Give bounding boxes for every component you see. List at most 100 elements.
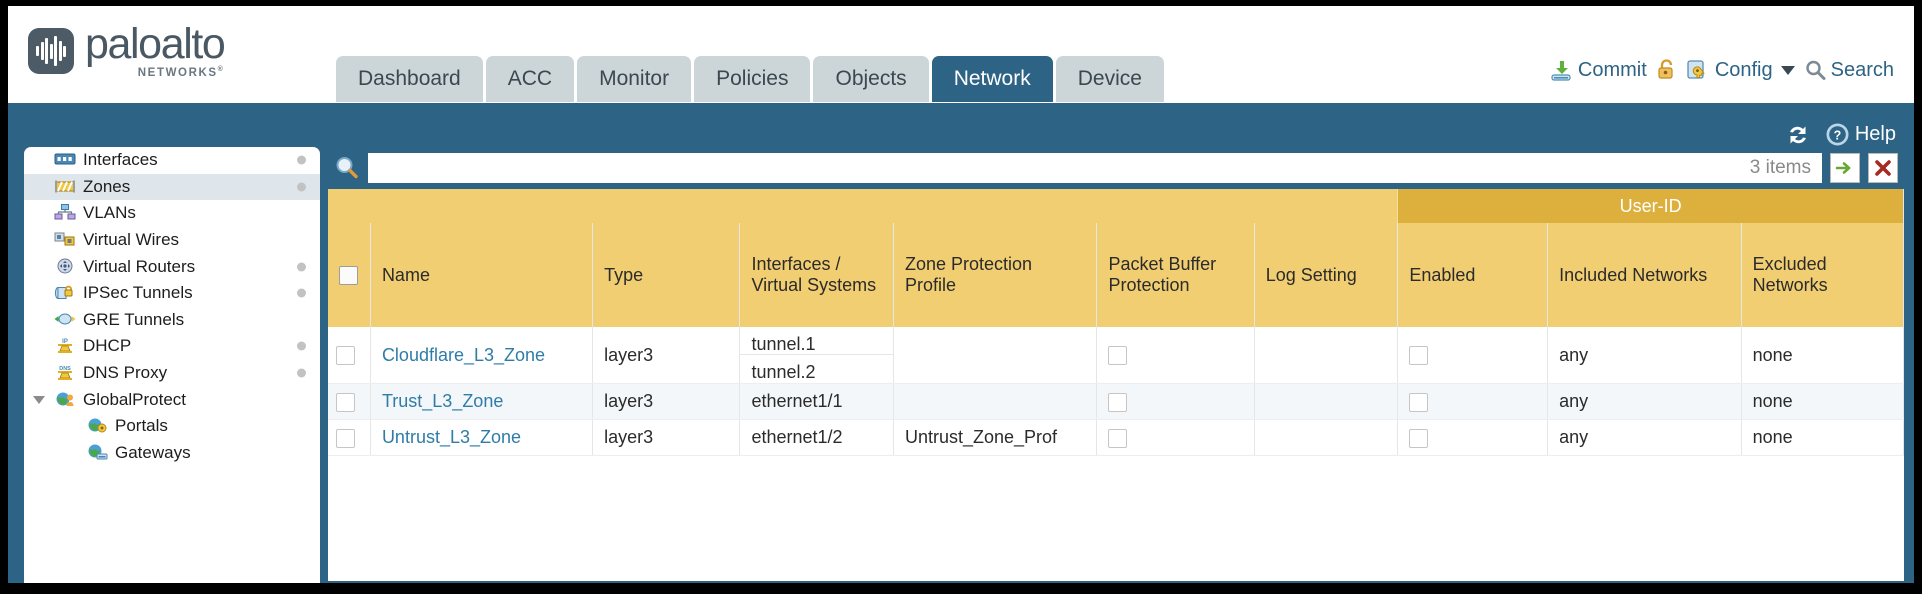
row-select-cell[interactable]	[328, 383, 371, 420]
header-actions: Commit Config	[1549, 58, 1894, 82]
col-interfaces[interactable]: Interfaces / Virtual Systems	[739, 223, 894, 327]
commit-button[interactable]: Commit	[1549, 58, 1647, 82]
chevron-down-icon	[1780, 65, 1795, 75]
sidebar-item-gateways[interactable]: Gateways	[24, 440, 320, 467]
group-header-spacer	[328, 189, 1399, 223]
config-dropdown[interactable]: Config	[1686, 58, 1795, 82]
filter-field[interactable]: 3 items	[368, 153, 1822, 183]
sidebar-label: Virtual Wires	[83, 230, 180, 250]
zone-link[interactable]: Trust_L3_Zone	[381, 391, 504, 411]
search-label: Search	[1830, 58, 1894, 81]
sidebar-item-portals[interactable]: Portals	[24, 413, 320, 440]
svg-text:DNS: DNS	[59, 366, 71, 372]
search-button[interactable]: Search	[1804, 59, 1894, 82]
select-all-header[interactable]	[328, 223, 371, 327]
expand-triangle-icon[interactable]	[33, 395, 45, 404]
col-excluded-networks[interactable]: Excluded Networks	[1741, 223, 1904, 327]
virtual-routers-icon	[54, 258, 76, 276]
table-row[interactable]: Untrust_L3_Zone layer3 ethernet1/2 Untru…	[328, 419, 1904, 456]
clear-filter-button[interactable]	[1868, 153, 1898, 183]
table-row[interactable]: Cloudflare_L3_Zone layer3 tunnel.1 tunne…	[328, 327, 1904, 384]
globalprotect-icon	[54, 391, 76, 409]
dns-proxy-icon: DNS	[54, 364, 76, 382]
zones-table-wrapper: User-ID Name Type Interfaces / Virtual S…	[328, 189, 1904, 581]
sidebar-item-globalprotect[interactable]: GlobalProtect	[24, 386, 320, 413]
col-log-setting[interactable]: Log Setting	[1254, 223, 1399, 327]
sidebar-label: Interfaces	[83, 150, 158, 170]
table-row[interactable]: Trust_L3_Zone layer3 ethernet1/1	[328, 383, 1904, 420]
help-label: Help	[1854, 123, 1896, 145]
cell-packet-buffer-protection[interactable]	[1096, 383, 1255, 420]
col-userid-enabled[interactable]: Enabled	[1397, 223, 1549, 327]
row-select-cell[interactable]	[328, 419, 371, 456]
col-zone-protection-profile[interactable]: Zone Protection Profile	[893, 223, 1098, 327]
refresh-icon[interactable]	[1785, 123, 1811, 147]
svg-text:?: ?	[1834, 128, 1842, 142]
cell-userid-enabled[interactable]	[1397, 327, 1549, 384]
packet-buffer-checkbox[interactable]	[1108, 392, 1128, 412]
gre-tunnels-icon	[54, 311, 76, 329]
tab-monitor[interactable]: Monitor	[577, 56, 692, 102]
sidebar-item-ipsec-tunnels[interactable]: IPSec Tunnels	[24, 280, 320, 307]
tab-policies[interactable]: Policies	[694, 56, 811, 102]
apply-filter-button[interactable]	[1830, 153, 1860, 183]
col-name[interactable]: Name	[370, 223, 594, 327]
packet-buffer-checkbox[interactable]	[1108, 428, 1128, 448]
vlans-icon	[54, 204, 76, 222]
logo-text: paloalto NETWORKS®	[85, 23, 226, 79]
row-checkbox[interactable]	[336, 346, 355, 366]
sidebar-item-gre-tunnels[interactable]: GRE Tunnels	[24, 307, 320, 334]
help-button[interactable]: ? Help	[1825, 122, 1896, 147]
sidebar-label: Virtual Routers	[83, 256, 196, 276]
sidebar-item-virtual-routers[interactable]: Virtual Routers	[24, 253, 320, 280]
cell-userid-enabled[interactable]	[1397, 419, 1549, 456]
userid-enabled-checkbox[interactable]	[1409, 428, 1429, 448]
sidebar-item-vlans[interactable]: VLANs	[24, 200, 320, 227]
svg-text:IP: IP	[62, 339, 68, 345]
sidebar-item-dhcp[interactable]: IP DHCP	[24, 333, 320, 360]
col-packet-buffer-protection[interactable]: Packet Buffer Protection	[1096, 223, 1255, 327]
cell-interfaces: ethernet1/2	[739, 419, 894, 456]
item-count: 3 items	[1749, 157, 1811, 178]
search-filter-icon[interactable]	[334, 155, 360, 181]
cell-name[interactable]: Untrust_L3_Zone	[370, 419, 594, 456]
sidebar-item-interfaces[interactable]: Interfaces	[24, 147, 320, 174]
cell-userid-enabled[interactable]	[1397, 383, 1549, 420]
select-all-checkbox[interactable]	[339, 266, 358, 286]
commit-label: Commit	[1577, 58, 1647, 81]
zone-link[interactable]: Untrust_L3_Zone	[381, 427, 522, 447]
sidebar-item-dns-proxy[interactable]: DNS DNS Proxy	[24, 360, 320, 387]
tab-objects[interactable]: Objects	[813, 56, 929, 102]
group-header-row: User-ID	[328, 189, 1904, 223]
search-input[interactable]	[369, 155, 1750, 181]
row-checkbox[interactable]	[336, 428, 355, 448]
table-body: Cloudflare_L3_Zone layer3 tunnel.1 tunne…	[328, 327, 1904, 456]
row-checkbox[interactable]	[336, 392, 355, 412]
sidebar-item-virtual-wires[interactable]: Virtual Wires	[24, 227, 320, 254]
cell-packet-buffer-protection[interactable]	[1096, 419, 1255, 456]
cell-zone-protection-profile: Untrust_Zone_Prof	[893, 419, 1098, 456]
col-type[interactable]: Type	[592, 223, 741, 327]
cell-name[interactable]: Trust_L3_Zone	[370, 383, 594, 420]
zone-link[interactable]: Cloudflare_L3_Zone	[381, 344, 546, 365]
userid-enabled-checkbox[interactable]	[1409, 346, 1429, 366]
packet-buffer-checkbox[interactable]	[1108, 346, 1128, 366]
status-dot	[297, 262, 306, 272]
search-row: 3 items	[328, 147, 1904, 189]
tab-network[interactable]: Network	[931, 56, 1053, 102]
sidebar-item-zones[interactable]: Zones	[24, 173, 320, 201]
virtual-wires-icon	[54, 231, 76, 249]
cell-packet-buffer-protection[interactable]	[1096, 327, 1255, 384]
userid-enabled-checkbox[interactable]	[1409, 392, 1429, 412]
row-select-cell[interactable]	[328, 327, 371, 384]
col-included-networks[interactable]: Included Networks	[1547, 223, 1742, 327]
main-tabs: Dashboard ACC Monitor Policies Objects N…	[336, 56, 1167, 102]
tab-dashboard[interactable]: Dashboard	[336, 56, 483, 102]
cell-name[interactable]: Cloudflare_L3_Zone	[370, 327, 594, 384]
lock-icon[interactable]	[1656, 58, 1677, 82]
tab-acc[interactable]: ACC	[485, 56, 575, 102]
ipsec-tunnels-icon	[54, 284, 76, 302]
tab-device[interactable]: Device	[1055, 56, 1164, 102]
status-dot	[297, 288, 306, 298]
